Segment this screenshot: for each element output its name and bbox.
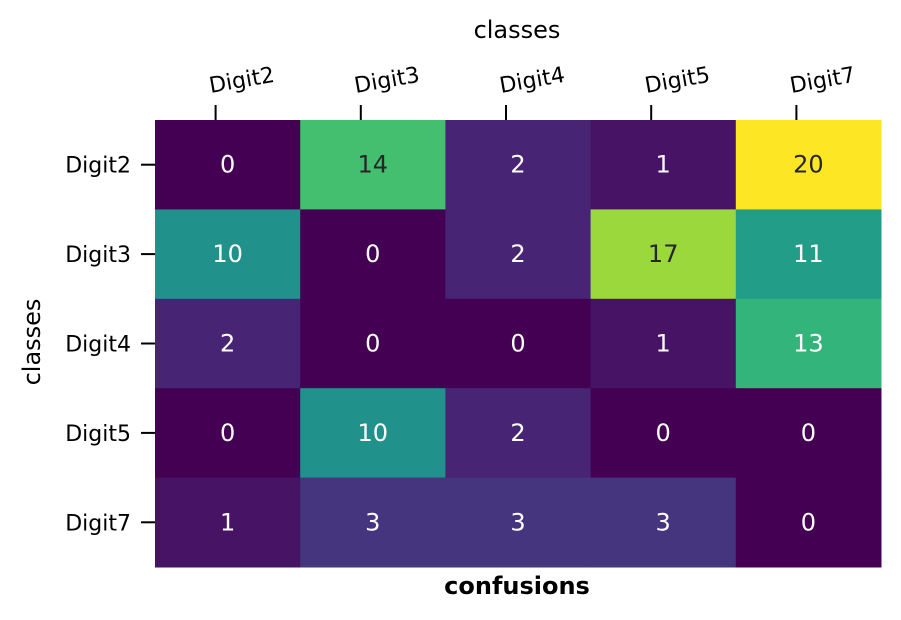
- heatmap-cell: [590, 209, 737, 300]
- heatmap-cell: [590, 298, 737, 389]
- cell-value-label: 0: [801, 419, 816, 447]
- cell-value-label: 3: [510, 508, 525, 536]
- cell-value-label: 20: [793, 151, 824, 179]
- heatmap-cell: [590, 388, 737, 479]
- cell-value-label: 3: [365, 508, 380, 536]
- heatmap-cell: [155, 120, 301, 210]
- heatmap-cell: [445, 120, 592, 210]
- cell-value-label: 14: [358, 151, 389, 179]
- cell-value-label: 2: [510, 240, 525, 268]
- cell-value-label: 10: [212, 240, 243, 268]
- cell-value-label: 1: [656, 151, 671, 179]
- cell-value-label: 1: [656, 330, 671, 358]
- cell-value-label: 10: [358, 419, 389, 447]
- heatmap-cell: [445, 388, 592, 479]
- cell-value-label: 1: [220, 508, 235, 536]
- heatmap-cell: [735, 477, 882, 568]
- heatmap-cell: [155, 298, 301, 389]
- y-tick-label: Digit5: [65, 422, 131, 447]
- cell-value-label: 0: [365, 240, 380, 268]
- y-tick-label: Digit4: [65, 333, 131, 358]
- x-tick-label: Digit3: [353, 63, 422, 99]
- x-tick-label: Digit7: [788, 63, 857, 99]
- cell-value-label: 2: [220, 330, 235, 358]
- y-tick-label: Digit7: [65, 511, 131, 536]
- x-tick-label: Digit2: [207, 63, 276, 99]
- cell-value-label: 0: [656, 419, 671, 447]
- heatmap-cell: [445, 477, 592, 568]
- cell-value-label: 2: [510, 151, 525, 179]
- heatmap-cell: [300, 209, 446, 300]
- cell-value-label: 0: [365, 330, 380, 358]
- heatmap-cell: [735, 388, 882, 479]
- y-tick-label: Digit3: [65, 243, 131, 268]
- cell-value-label: 0: [801, 508, 816, 536]
- cell-value-label: 3: [656, 508, 671, 536]
- heatmap-cell: [445, 209, 592, 300]
- top-axis-label: classes: [474, 16, 561, 44]
- heatmap-cell: [300, 120, 446, 210]
- cell-value-label: 0: [220, 151, 235, 179]
- y-tick-label: Digit2: [65, 154, 131, 179]
- x-tick-label: Digit4: [498, 63, 567, 99]
- x-tick-label: Digit5: [643, 63, 712, 99]
- heatmap-cell: [735, 298, 882, 389]
- heatmap-cell: [300, 477, 446, 568]
- heatmap-cell: [590, 477, 737, 568]
- heatmap-cell: [155, 477, 301, 568]
- heatmap-cell: [300, 388, 446, 479]
- heatmap-cell: [300, 298, 446, 389]
- heatmap-cell: [735, 120, 882, 210]
- cell-value-label: 13: [793, 330, 824, 358]
- cell-value-label: 11: [793, 240, 824, 268]
- cell-value-label: 0: [510, 330, 525, 358]
- heatmap-cell: [590, 120, 737, 210]
- cell-value-label: 2: [510, 419, 525, 447]
- cell-value-label: 17: [648, 240, 679, 268]
- heatmap-cell: [155, 388, 301, 479]
- cell-value-label: 0: [220, 419, 235, 447]
- x-axis-label: confusions: [444, 572, 590, 600]
- heatmap-cell: [155, 209, 301, 300]
- heatmap-cell: [735, 209, 882, 300]
- x-ticks: Digit2 Digit3 Digit4 Digit5 Digit7: [207, 63, 857, 120]
- heatmap-cell: [445, 298, 592, 389]
- y-axis-label: classes: [18, 299, 46, 386]
